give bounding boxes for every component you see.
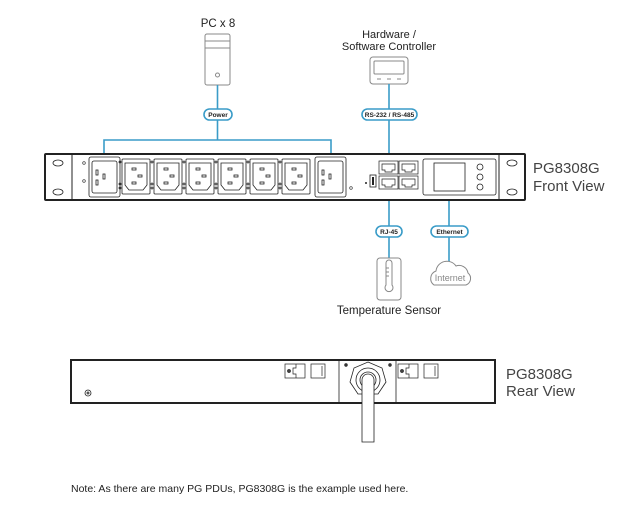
- lcd-panel: [422, 158, 497, 196]
- power-cord: [361, 373, 375, 443]
- svg-text:RS-232 / RS-485: RS-232 / RS-485: [365, 112, 415, 119]
- control-button: [476, 173, 484, 181]
- tag-power: Power: [203, 108, 233, 121]
- rear-breaker-left: [284, 363, 326, 379]
- rack-ear-slot: [52, 159, 64, 167]
- thermometer-icon: [376, 257, 402, 301]
- outlet-c19: [314, 156, 347, 198]
- rj45-port: [378, 175, 399, 190]
- front-model-label: PG8308G: [533, 160, 600, 177]
- rear-model-label: PG8308G: [506, 366, 573, 383]
- rack-ear-slot: [506, 159, 518, 167]
- control-button: [476, 183, 484, 191]
- outlet-group: [88, 156, 347, 198]
- rj45-port: [398, 175, 419, 190]
- temperature-sensor-label: Temperature Sensor: [337, 305, 441, 317]
- outlet-c13: [150, 158, 183, 195]
- rear-breaker-right: [397, 363, 439, 379]
- network-port-group: [378, 160, 419, 190]
- rack-ear-slot: [506, 188, 518, 196]
- tag-rj45: RJ-45: [375, 225, 403, 238]
- footnote: Note: As there are many PG PDUs, PG8308G…: [71, 483, 409, 495]
- cloud-icon: Internet: [430, 260, 472, 286]
- outlet-c19: [88, 156, 121, 198]
- svg-text:RJ-45: RJ-45: [380, 229, 398, 236]
- controller-label-line2: Software Controller: [342, 41, 436, 53]
- usb-port: [365, 174, 377, 188]
- pdu-rear-panel: [70, 359, 496, 404]
- controller-display-icon: [369, 56, 409, 85]
- rack-ear-slot: [52, 188, 64, 196]
- ground-screw: [84, 389, 92, 397]
- rj45-port: [398, 160, 419, 175]
- tag-serial: RS-232 / RS-485: [361, 108, 418, 121]
- front-view-label: Front View: [533, 178, 605, 195]
- pc-tower-icon: [204, 33, 231, 86]
- outlet-c13: [118, 158, 151, 195]
- outlet-c13: [182, 158, 215, 195]
- outlet-c13: [246, 158, 279, 195]
- outlet-c13: [278, 158, 311, 195]
- svg-text:Ethernet: Ethernet: [436, 229, 463, 236]
- rear-view-label: Rear View: [506, 383, 575, 400]
- internet-label: Internet: [435, 273, 466, 283]
- controller-label-line1: Hardware /: [362, 29, 417, 41]
- rj45-port: [378, 160, 399, 175]
- tag-ethernet: Ethernet: [430, 225, 469, 238]
- control-button: [476, 163, 484, 171]
- svg-text:Power: Power: [208, 112, 228, 119]
- outlet-c13: [214, 158, 247, 195]
- pc-label: PC x 8: [201, 18, 236, 30]
